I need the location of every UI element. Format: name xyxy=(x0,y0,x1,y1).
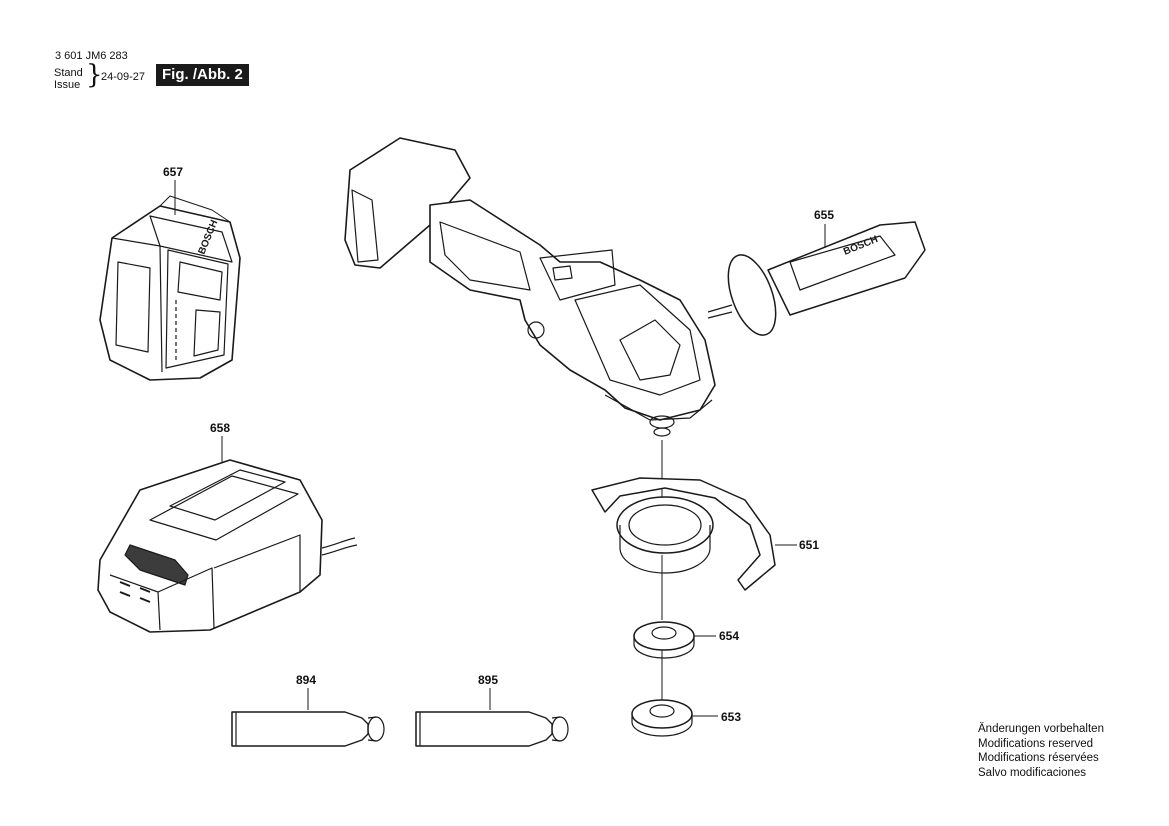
figure-label: Fig. /Abb. 2 xyxy=(156,64,249,86)
callout-651: 651 xyxy=(799,538,820,552)
callout-653: 653 xyxy=(721,710,742,724)
grease-tube-895-drawing xyxy=(415,711,569,747)
callout-657: 657 xyxy=(163,165,184,179)
stand-issue-labels: Stand Issue xyxy=(54,67,83,91)
document-number: 3 601 JM6 283 xyxy=(55,50,128,62)
brace-glyph: } xyxy=(86,60,103,90)
protective-guard-drawing xyxy=(591,477,776,591)
callout-894: 894 xyxy=(296,673,317,687)
callout-655: 655 xyxy=(814,208,835,222)
leader-lines xyxy=(174,180,826,717)
note-de: Änderungen vorbehalten xyxy=(978,723,1104,735)
callout-895: 895 xyxy=(478,673,499,687)
charger-drawing xyxy=(97,459,358,633)
battery-pack-drawing: BOSCH xyxy=(99,195,241,381)
mounting-flange-drawing xyxy=(633,621,695,659)
callout-654: 654 xyxy=(719,629,740,643)
modification-notes: Änderungen vorbehalten Modifications res… xyxy=(978,722,1104,780)
callout-658: 658 xyxy=(210,421,231,435)
issue-label: Issue xyxy=(54,79,81,91)
note-fr: Modifications réservées xyxy=(978,752,1099,764)
note-en: Modifications reserved xyxy=(978,737,1094,750)
stand-label: Stand xyxy=(54,67,83,79)
note-es: Salvo modificaciones xyxy=(978,766,1087,779)
clamping-nut-drawing xyxy=(631,699,693,737)
grease-tube-894-drawing xyxy=(231,711,385,747)
auxiliary-handle-drawing: BOSCH xyxy=(707,221,926,336)
angle-grinder-drawing xyxy=(344,137,716,437)
issue-date: 24-09-27 xyxy=(101,71,146,83)
